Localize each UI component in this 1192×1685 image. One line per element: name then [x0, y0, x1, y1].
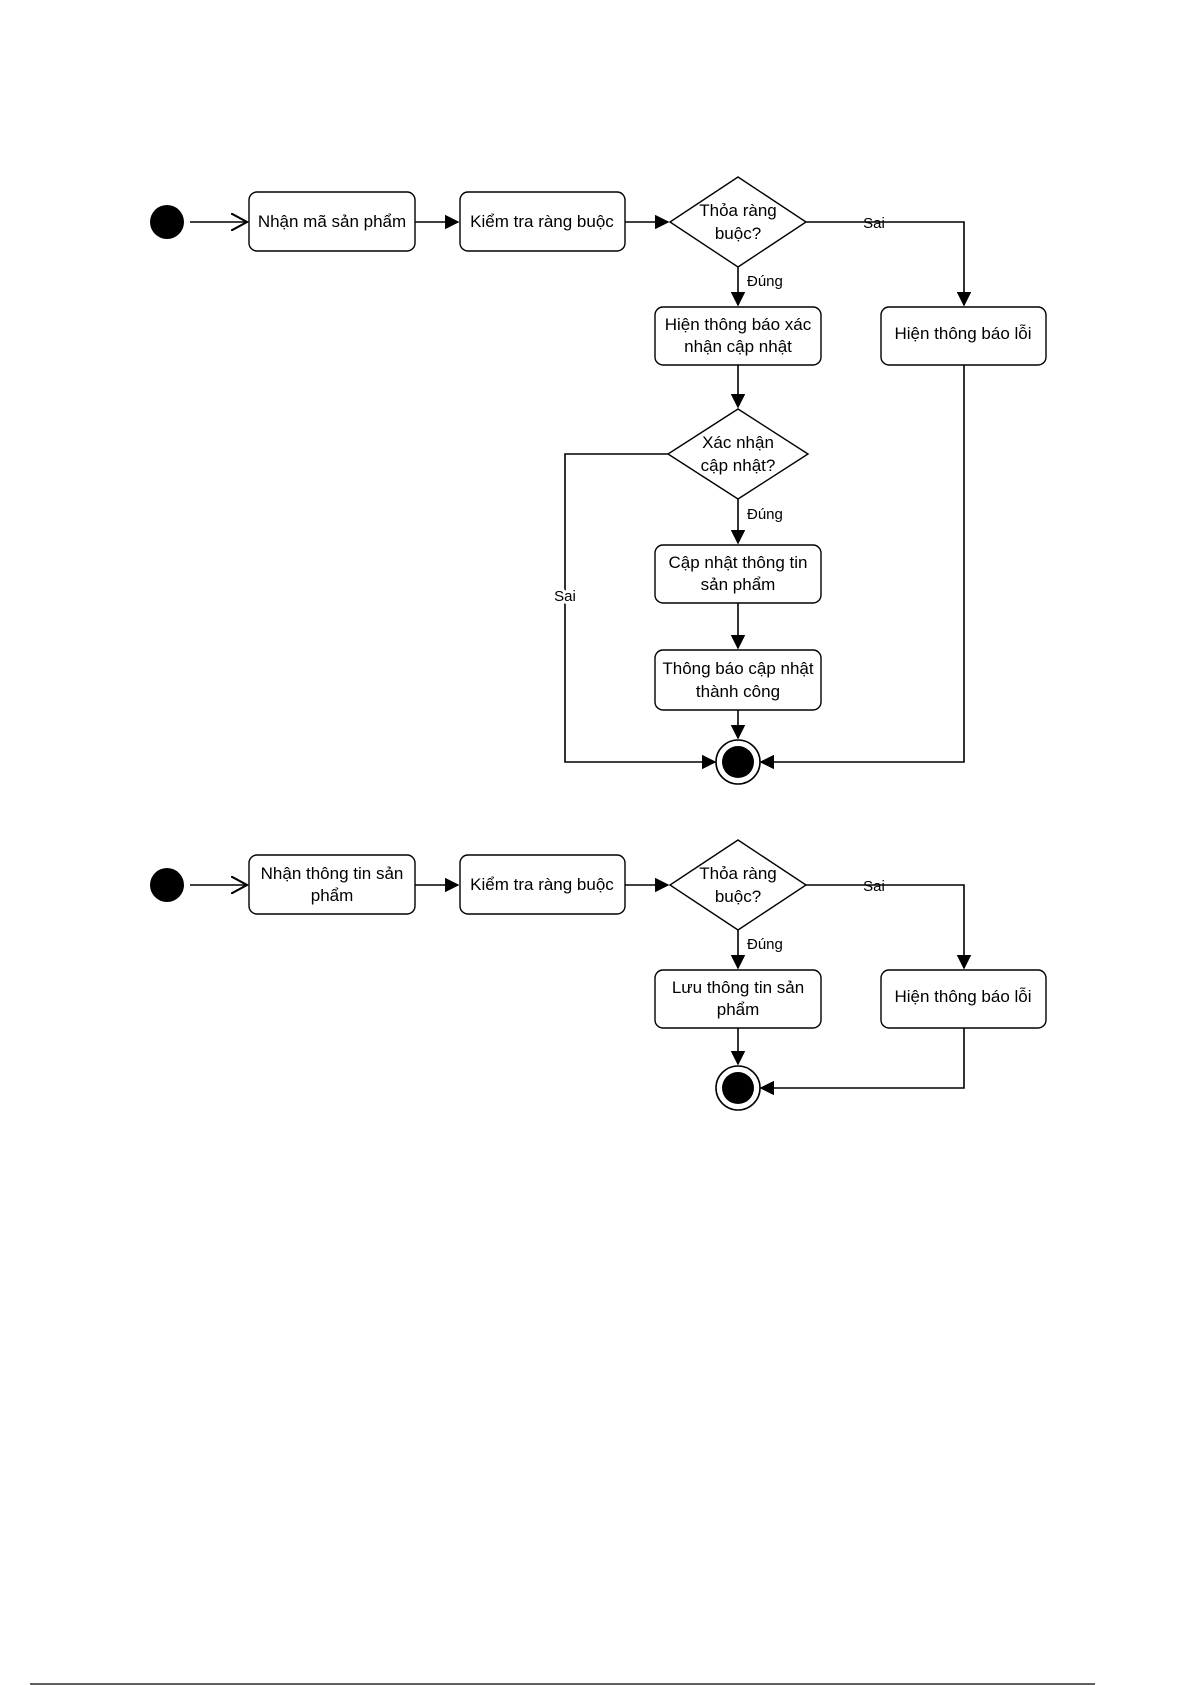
decision-confirm-line2: cập nhật?	[701, 456, 776, 475]
action-save-info-line2: phẩm	[717, 1000, 760, 1019]
action-check-constraints-2-label: Kiểm tra ràng buộc	[470, 875, 614, 894]
start-node-2	[150, 868, 184, 902]
action-show-error-2-label: Hiện thông báo lỗi	[894, 987, 1031, 1006]
action-notify-success-line1: Thông báo cập nhật	[662, 659, 814, 678]
decision-confirm	[666, 408, 810, 500]
decision-valid-2	[668, 839, 808, 931]
decision-valid-2-line1: Thỏa ràng	[699, 864, 777, 883]
action-receive-code-label: Nhận mã sản phẩm	[258, 212, 406, 231]
edge-label-false-3: Sai	[863, 878, 885, 895]
action-show-error-1-label: Hiện thông báo lỗi	[894, 324, 1031, 343]
action-save-info-line1: Lưu thông tin sản	[672, 978, 804, 997]
decision-valid-2-line2: buộc?	[715, 887, 761, 906]
edge-error-to-end-2	[759, 1028, 965, 1096]
end-node-1-core	[722, 746, 754, 778]
edge-confirm-false	[564, 453, 717, 770]
decision-valid	[668, 176, 808, 268]
edge-label-true-1: Đúng	[747, 273, 783, 290]
action-show-confirm-line2: nhận cập nhật	[684, 337, 792, 356]
edge-valid-false-2	[806, 884, 972, 970]
start-node	[150, 205, 184, 239]
action-check-constraints-label: Kiểm tra ràng buộc	[470, 212, 614, 231]
edge-error-to-end-1	[759, 365, 965, 770]
action-update-info-line2: sản phẩm	[701, 575, 776, 594]
end-node-2-core	[722, 1072, 754, 1104]
diagram-update-product: Nhận mã sản phẩm Kiểm tra ràng buộc Thỏa…	[150, 176, 1047, 785]
action-show-confirm-line1: Hiện thông báo xác	[665, 315, 812, 334]
action-update-info-line1: Cập nhật thông tin	[669, 553, 808, 572]
edge-label-false-2: Sai	[554, 588, 576, 605]
diagram-add-product: Nhận thông tin sản phẩm Kiểm tra ràng bu…	[150, 839, 1047, 1111]
action-receive-info-line2: phẩm	[311, 886, 354, 905]
edge-valid-false	[806, 221, 972, 307]
edge-label-false-1: Sai	[863, 215, 885, 232]
edge-label-true-2: Đúng	[747, 506, 783, 523]
action-notify-success-line2: thành công	[696, 682, 780, 701]
decision-confirm-line1: Xác nhận	[702, 433, 774, 452]
decision-valid-line1: Thỏa ràng	[699, 201, 777, 220]
decision-valid-line2: buộc?	[715, 224, 761, 243]
edge-label-true-3: Đúng	[747, 936, 783, 953]
action-receive-info-line1: Nhận thông tin sản	[261, 864, 404, 883]
